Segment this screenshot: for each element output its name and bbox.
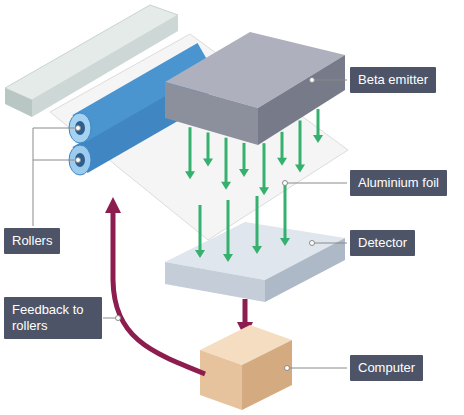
beta-ray <box>225 138 228 183</box>
beta-ray <box>227 200 230 255</box>
leader-dot <box>310 241 315 246</box>
beta-ray <box>317 109 320 136</box>
detector-block <box>165 222 345 302</box>
part-name: Feedback to rollers <box>12 302 94 334</box>
computer-box <box>200 325 292 410</box>
beta-ray <box>199 205 202 251</box>
leader-dot <box>285 366 290 371</box>
beta-ray-head <box>280 238 290 246</box>
part-name: Aluminium foil <box>358 175 439 191</box>
beta-ray <box>256 196 259 247</box>
label-tag: Feedback to rollers <box>4 297 102 339</box>
signal-arrow <box>243 299 248 330</box>
leader-dot <box>116 316 121 321</box>
label-tag: Detector <box>350 230 415 256</box>
computer-front <box>200 350 242 410</box>
leader-dot <box>310 78 315 83</box>
computer-side <box>242 340 292 410</box>
leader-line <box>312 80 347 81</box>
beta-ray <box>189 127 192 172</box>
leader-line <box>33 128 78 226</box>
leader-dot <box>283 181 288 186</box>
beta-ray-head <box>239 169 249 177</box>
label-tag: Rollers <box>4 228 60 254</box>
beta-ray <box>299 120 302 165</box>
emitter-front <box>165 82 258 145</box>
beta-ray-head <box>295 164 305 172</box>
leader-dot <box>76 126 81 131</box>
detector-side <box>265 238 345 302</box>
beta-ray-head <box>221 182 231 190</box>
beta-rays-lower <box>195 185 290 262</box>
beta-ray-head <box>259 187 269 195</box>
leader-line <box>312 243 347 244</box>
beta-ray <box>281 132 284 159</box>
beta-ray-head <box>313 135 323 143</box>
leader-dot <box>76 158 81 163</box>
leader-line <box>285 183 347 184</box>
lower-roller-axle <box>75 153 85 167</box>
beta-ray-head <box>185 171 195 179</box>
beta-ray <box>263 143 266 188</box>
feedback-arrow <box>113 205 205 374</box>
leader-line <box>33 160 78 161</box>
beta-ray-head <box>277 158 287 166</box>
beta-ray-head <box>252 246 262 254</box>
beta-ray-head <box>203 158 213 166</box>
part-name: Beta emitter <box>358 72 428 88</box>
part-name: Detector <box>358 235 407 251</box>
beta-ray-head <box>223 254 233 262</box>
detector-front <box>165 262 265 302</box>
beta-ray <box>284 185 287 239</box>
beta-ray <box>243 143 246 170</box>
label-tag: Aluminium foil <box>350 170 447 196</box>
part-name: Rollers <box>12 233 52 249</box>
part-name: Computer <box>358 360 415 376</box>
beta-ray-head <box>195 250 205 258</box>
upper-roller-axle <box>75 121 85 135</box>
label-tag: Computer <box>350 355 423 381</box>
beta-emitter-block <box>165 32 345 145</box>
beta-ray <box>207 132 210 159</box>
leader-line <box>287 368 347 369</box>
bar-front <box>5 88 32 117</box>
label-tag: Beta emitter <box>350 67 436 93</box>
beta-rays-upper <box>185 109 323 195</box>
